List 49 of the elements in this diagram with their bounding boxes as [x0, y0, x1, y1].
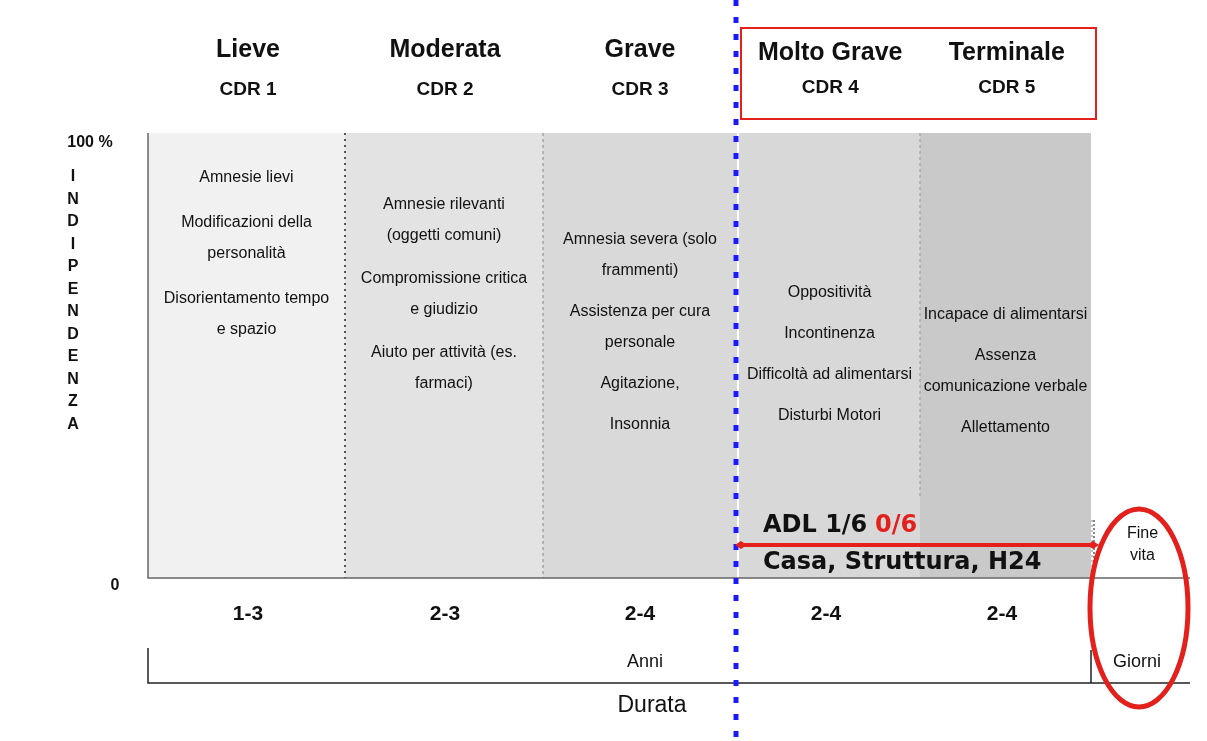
- cdr-score: CDR 2: [416, 77, 474, 101]
- duration-value: 2-3: [429, 600, 461, 626]
- care-setting: Casa, Struttura, H24: [763, 547, 1042, 575]
- stage-note: Fine vita: [1125, 523, 1160, 565]
- symptom-text: Assenza comunicazione verbale: [922, 345, 1089, 396]
- adl-band: [739, 498, 1091, 578]
- unit-label: Giorni: [1113, 650, 1161, 673]
- axis-title: Durata: [617, 690, 687, 719]
- axis-label: 0: [110, 575, 120, 595]
- cdr-score: CDR 5: [978, 75, 1036, 99]
- unit-label: Anni: [627, 650, 663, 673]
- cdr-score: CDR 4: [801, 75, 859, 99]
- stage-heading: Lieve: [216, 33, 280, 64]
- adl-score: ADL 1/6: [763, 510, 868, 538]
- stage-heading: Terminale: [948, 36, 1065, 67]
- axis-title: INDIPENDENZA: [67, 166, 79, 434]
- stage-band: [543, 133, 737, 498]
- symptom-text: Modificazioni della personalità: [180, 212, 313, 263]
- stage-heading: Moderata: [389, 33, 501, 64]
- symptom-text: Insonnia: [609, 414, 671, 434]
- stage-band: [739, 133, 920, 498]
- cdr-score: CDR 1: [219, 77, 277, 101]
- symptom-text: Compromissione critica e giudizio: [360, 268, 528, 319]
- stage-heading: Molto Grave: [758, 36, 903, 67]
- symptom-text: Difficoltà ad alimentarsi: [746, 364, 913, 384]
- duration-value: 2-4: [810, 600, 842, 626]
- symptom-text: Incapace di alimentarsi: [923, 304, 1088, 324]
- highlight-box: [740, 27, 1097, 120]
- duration-value: 2-4: [986, 600, 1018, 626]
- duration-value: 1-3: [232, 600, 264, 626]
- symptom-text: Aiuto per attività (es. farmaci): [370, 342, 518, 393]
- symptom-text: Oppositività: [787, 282, 872, 302]
- symptom-text: Amnesia severa (solo frammenti): [562, 229, 718, 280]
- stage-band: [920, 133, 1091, 498]
- cdr-score: CDR 3: [611, 77, 669, 101]
- symptom-text: Disorientamento tempo e spazio: [162, 288, 331, 339]
- symptom-text: Allettamento: [961, 417, 1050, 437]
- duration-value: 2-4: [624, 600, 656, 626]
- symptom-text: Disturbi Motori: [777, 405, 882, 425]
- stage-heading: Grave: [604, 33, 676, 64]
- symptom-text: Assistenza per cura personale: [568, 301, 712, 352]
- axis-label: 100 %: [67, 132, 113, 152]
- symptom-text: Amnesie rilevanti (oggetti comuni): [382, 194, 506, 245]
- stage-band: [148, 133, 345, 498]
- symptom-text: Amnesie lievi: [199, 167, 294, 187]
- symptom-text: Agitazione,: [600, 373, 680, 393]
- stage-band: [345, 133, 543, 498]
- adl-score: 0/6: [875, 510, 918, 538]
- symptom-text: Incontinenza: [784, 323, 875, 343]
